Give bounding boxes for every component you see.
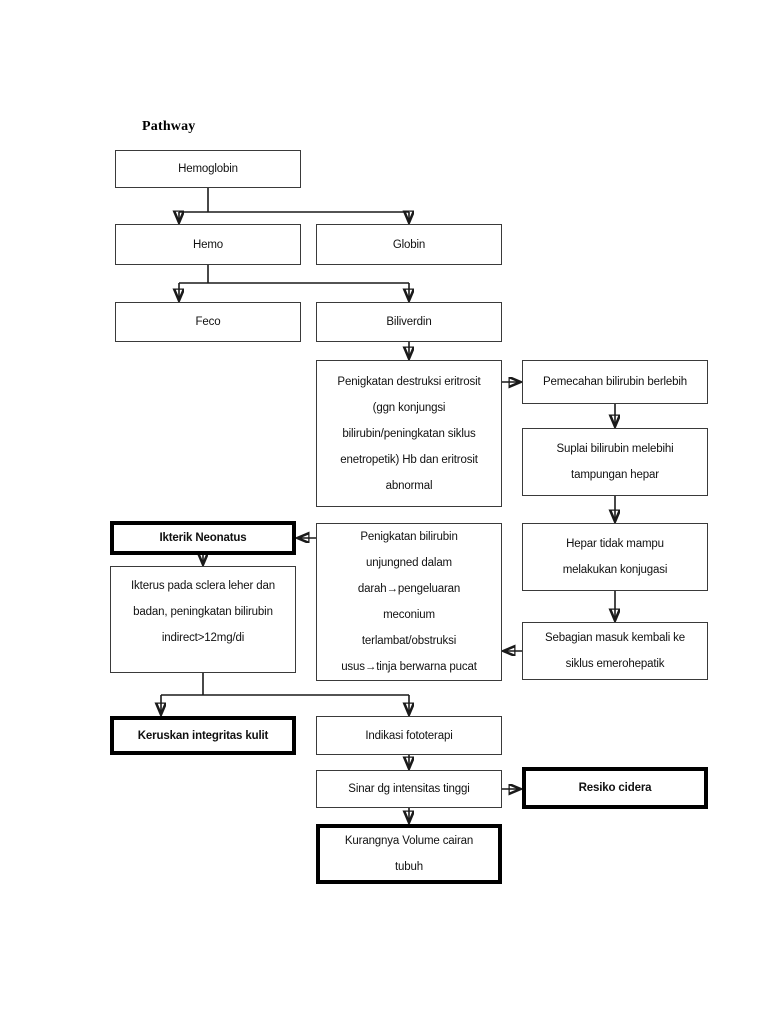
node-kurangnya-volume-cairan-tubuh[interactable]: Kurangnya Volume cairan tubuh — [316, 824, 502, 884]
page-title: Pathway — [142, 119, 196, 134]
node-feco-label: Feco — [195, 316, 221, 328]
edge-hemo-split — [179, 265, 409, 300]
node-resiko-cidera-label: Resiko cidera — [578, 782, 652, 794]
node-sebagian-masuk-kembali-label: Sebagian masuk kembali ke siklus emerohe… — [544, 632, 686, 670]
node-ikterus-pada-sclera-label: Ikterus pada sclera leher dan badan, pen… — [131, 580, 275, 644]
node-penigkatan-bilirubin-unjungned[interactable]: Penigkatan bilirubin unjungned dalam dar… — [316, 523, 502, 681]
edge-hemoglobin-split — [179, 188, 409, 222]
node-sinar-dg-intensitas-tinggi-label: Sinar dg intensitas tinggi — [348, 783, 470, 795]
node-penigkatan-bilirubin-unjungned-label: Penigkatan bilirubin unjungned dalam dar… — [341, 531, 477, 673]
node-biliverdin-label: Biliverdin — [386, 316, 432, 328]
node-indikasi-fototerapi[interactable]: Indikasi fototerapi — [316, 716, 502, 755]
node-pemecahan-bilirubin-berlebih-label: Pemecahan bilirubin berlebih — [542, 376, 688, 388]
node-penigkatan-destruksi-eritrosit[interactable]: Penigkatan destruksi eritrosit (ggn konj… — [316, 360, 502, 507]
node-hemoglobin-label: Hemoglobin — [178, 163, 238, 175]
node-indikasi-fototerapi-label: Indikasi fototerapi — [365, 729, 453, 742]
node-keruskan-integritas-kulit[interactable]: Keruskan integritas kulit — [110, 716, 296, 755]
node-kurangnya-volume-cairan-tubuh-label: Kurangnya Volume cairan tubuh — [344, 835, 474, 873]
node-hepar-tidak-mampu-melakukan-konjugasi[interactable]: Hepar tidak mampu melakukan konjugasi — [522, 523, 708, 591]
node-ikterus-pada-sclera[interactable]: Ikterus pada sclera leher dan badan, pen… — [110, 566, 296, 673]
node-ikterik-neonatus-label: Ikterik Neonatus — [159, 532, 247, 544]
node-biliverdin[interactable]: Biliverdin — [316, 302, 502, 342]
node-globin[interactable]: Globin — [316, 224, 502, 265]
node-hepar-tidak-mampu-label: Hepar tidak mampu melakukan konjugasi — [562, 538, 668, 576]
node-hemo-label: Hemo — [192, 238, 224, 251]
node-keruskan-integritas-kulit-label: Keruskan integritas kulit — [137, 729, 269, 742]
node-suplai-bilirubin-label: Suplai bilirubin melebihi tampungan hepa… — [556, 443, 674, 481]
node-feco[interactable]: Feco — [115, 302, 301, 342]
node-pemecahan-bilirubin-berlebih[interactable]: Pemecahan bilirubin berlebih — [522, 360, 708, 404]
node-hemoglobin[interactable]: Hemoglobin — [115, 150, 301, 188]
node-suplai-bilirubin-melebihi-tampungan-hepar[interactable]: Suplai bilirubin melebihi tampungan hepa… — [522, 428, 708, 496]
node-penigkatan-destruksi-eritrosit-label: Penigkatan destruksi eritrosit (ggn konj… — [337, 375, 481, 492]
node-globin-label: Globin — [392, 238, 426, 251]
node-hemo[interactable]: Hemo — [115, 224, 301, 265]
node-ikterik-neonatus[interactable]: Ikterik Neonatus — [110, 521, 296, 555]
node-sebagian-masuk-kembali[interactable]: Sebagian masuk kembali ke siklus emerohe… — [522, 622, 708, 680]
node-sinar-dg-intensitas-tinggi[interactable]: Sinar dg intensitas tinggi — [316, 770, 502, 808]
node-resiko-cidera[interactable]: Resiko cidera — [522, 767, 708, 809]
